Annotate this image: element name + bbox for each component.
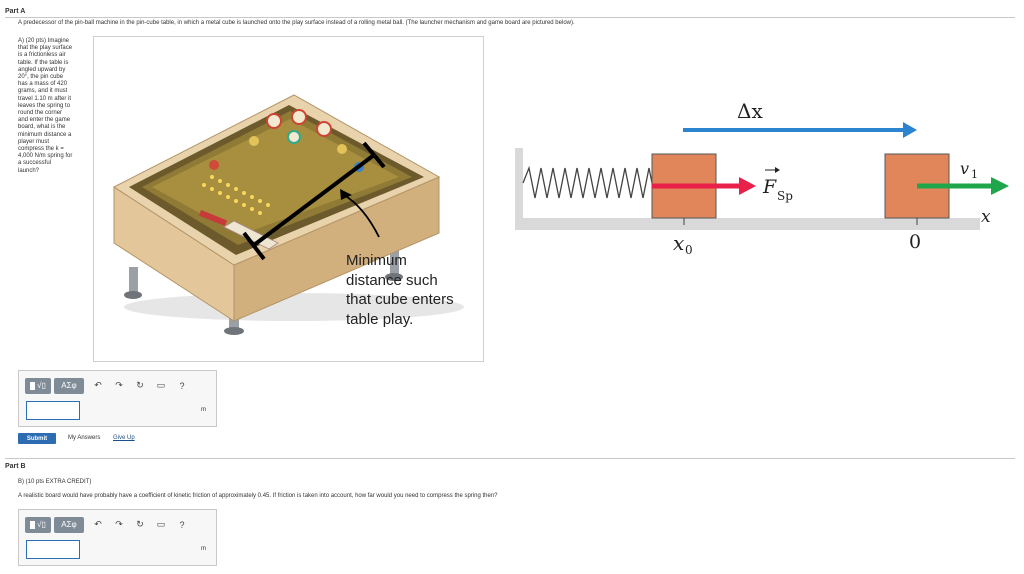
redo-icon[interactable]: ↷ bbox=[115, 380, 123, 390]
part-a-unit: m bbox=[201, 407, 206, 413]
undo-icon[interactable]: ↶ bbox=[94, 380, 102, 390]
question-line: is a frictionless air bbox=[18, 52, 66, 59]
help-icon[interactable]: ? bbox=[179, 519, 185, 530]
x-axis-label: x bbox=[981, 207, 991, 227]
keyboard-icon[interactable]: ▭ bbox=[156, 380, 166, 390]
question-line: player must bbox=[18, 138, 50, 145]
math-template-button[interactable]: √▯ bbox=[25, 377, 51, 394]
pin-cube-table-illustration bbox=[113, 94, 464, 335]
redo-icon[interactable]: ↷ bbox=[115, 519, 123, 529]
delta-x-label: Δx bbox=[737, 99, 763, 123]
question-line: round the corner bbox=[18, 110, 63, 117]
question-line: launch? bbox=[18, 167, 40, 174]
question-line: that the play surface bbox=[18, 45, 73, 52]
part-b-points: B) (10 pts EXTRA CREDIT) bbox=[18, 479, 92, 485]
undo-icon[interactable]: ↶ bbox=[94, 519, 102, 529]
part-a-answer-box: √▯ ΑΣφ ↶ ↷ ↻ ▭ ? m bbox=[18, 370, 217, 427]
reset-icon[interactable]: ↻ bbox=[136, 380, 144, 390]
part-a-divider bbox=[5, 17, 1015, 18]
part-a-submit-button[interactable]: Submit bbox=[18, 433, 56, 444]
math-toolbar: √▯ ΑΣφ ↶ ↷ ↻ ▭ ? bbox=[25, 516, 197, 533]
question-line: table. If the table is bbox=[18, 59, 69, 66]
pin-cube-figure: Minimum distance such that cube enters t… bbox=[93, 36, 484, 362]
part-b-description: A realistic board would have probably ha… bbox=[18, 493, 498, 499]
x0-subscript: 0 bbox=[685, 243, 693, 257]
question-line: and enter the game bbox=[18, 117, 71, 124]
part-b-unit: m bbox=[201, 546, 206, 552]
caption-line: distance such bbox=[346, 271, 438, 289]
spring-force-arrowhead bbox=[739, 177, 756, 195]
caption-line: that cube enters bbox=[346, 291, 454, 308]
part-a-question: A) (20 pts) Imagine that the play surfac… bbox=[18, 38, 88, 175]
part-a-answer-input[interactable] bbox=[26, 401, 80, 420]
spring-launch-diagram: Δx F Sp v 1 x 0 0 x bbox=[515, 99, 1009, 257]
question-line: grams, and it must bbox=[18, 88, 68, 95]
math-toolbar: √▯ ΑΣφ ↶ ↷ ↻ ▭ ? bbox=[25, 377, 197, 394]
question-line: a successful bbox=[18, 160, 52, 167]
velocity-arrowhead bbox=[991, 177, 1009, 195]
zero-label: 0 bbox=[909, 231, 921, 253]
question-line: 4,000 N/m spring for bbox=[18, 153, 73, 160]
question-line: has a mass of 420 bbox=[18, 81, 68, 88]
give-up-link[interactable]: Give Up bbox=[113, 435, 135, 441]
question-line: board, what is the bbox=[18, 124, 66, 131]
question-line: leaves the spring to bbox=[18, 102, 71, 109]
force-label: F bbox=[762, 176, 777, 198]
question-line: A) (20 pts) Imagine bbox=[18, 38, 70, 44]
floor-surface bbox=[520, 218, 980, 230]
keyboard-icon[interactable]: ▭ bbox=[156, 519, 166, 529]
question-line: minimum distance a bbox=[18, 131, 72, 138]
question-line: compress the k = bbox=[18, 146, 64, 153]
question-line: 20°, the pin cube bbox=[18, 74, 64, 81]
my-answers-link[interactable]: My Answers bbox=[68, 435, 101, 441]
question-line: angled upward by bbox=[18, 66, 66, 73]
part-a-header: Part A bbox=[5, 8, 26, 15]
question-line: travel 1.10 m after it bbox=[18, 95, 72, 102]
figure-caption: Minimum distance such that cube enters t… bbox=[346, 251, 476, 329]
reset-icon[interactable]: ↻ bbox=[136, 519, 144, 529]
part-b-answer-input[interactable] bbox=[26, 540, 80, 559]
greek-symbols-button[interactable]: ΑΣφ bbox=[54, 516, 84, 533]
force-subscript: Sp bbox=[777, 189, 793, 203]
math-template-button[interactable]: √▯ bbox=[25, 516, 51, 533]
wall bbox=[515, 148, 523, 230]
caption-line: Minimum bbox=[346, 252, 407, 269]
part-b-divider bbox=[5, 458, 1015, 459]
part-b-answer-box: √▯ ΑΣφ ↶ ↷ ↻ ▭ ? m bbox=[18, 509, 217, 566]
delta-x-arrowhead bbox=[903, 122, 917, 138]
velocity-subscript: 1 bbox=[971, 168, 978, 181]
spring-icon bbox=[522, 165, 653, 199]
greek-symbols-button[interactable]: ΑΣφ bbox=[54, 377, 84, 394]
caption-line: table play. bbox=[346, 310, 414, 328]
part-b-header: Part B bbox=[5, 463, 26, 470]
x0-label: x bbox=[673, 231, 684, 255]
part-a-description: A predecessor of the pin-ball machine in… bbox=[18, 20, 575, 26]
velocity-label: v bbox=[960, 159, 969, 178]
help-icon[interactable]: ? bbox=[179, 380, 185, 391]
